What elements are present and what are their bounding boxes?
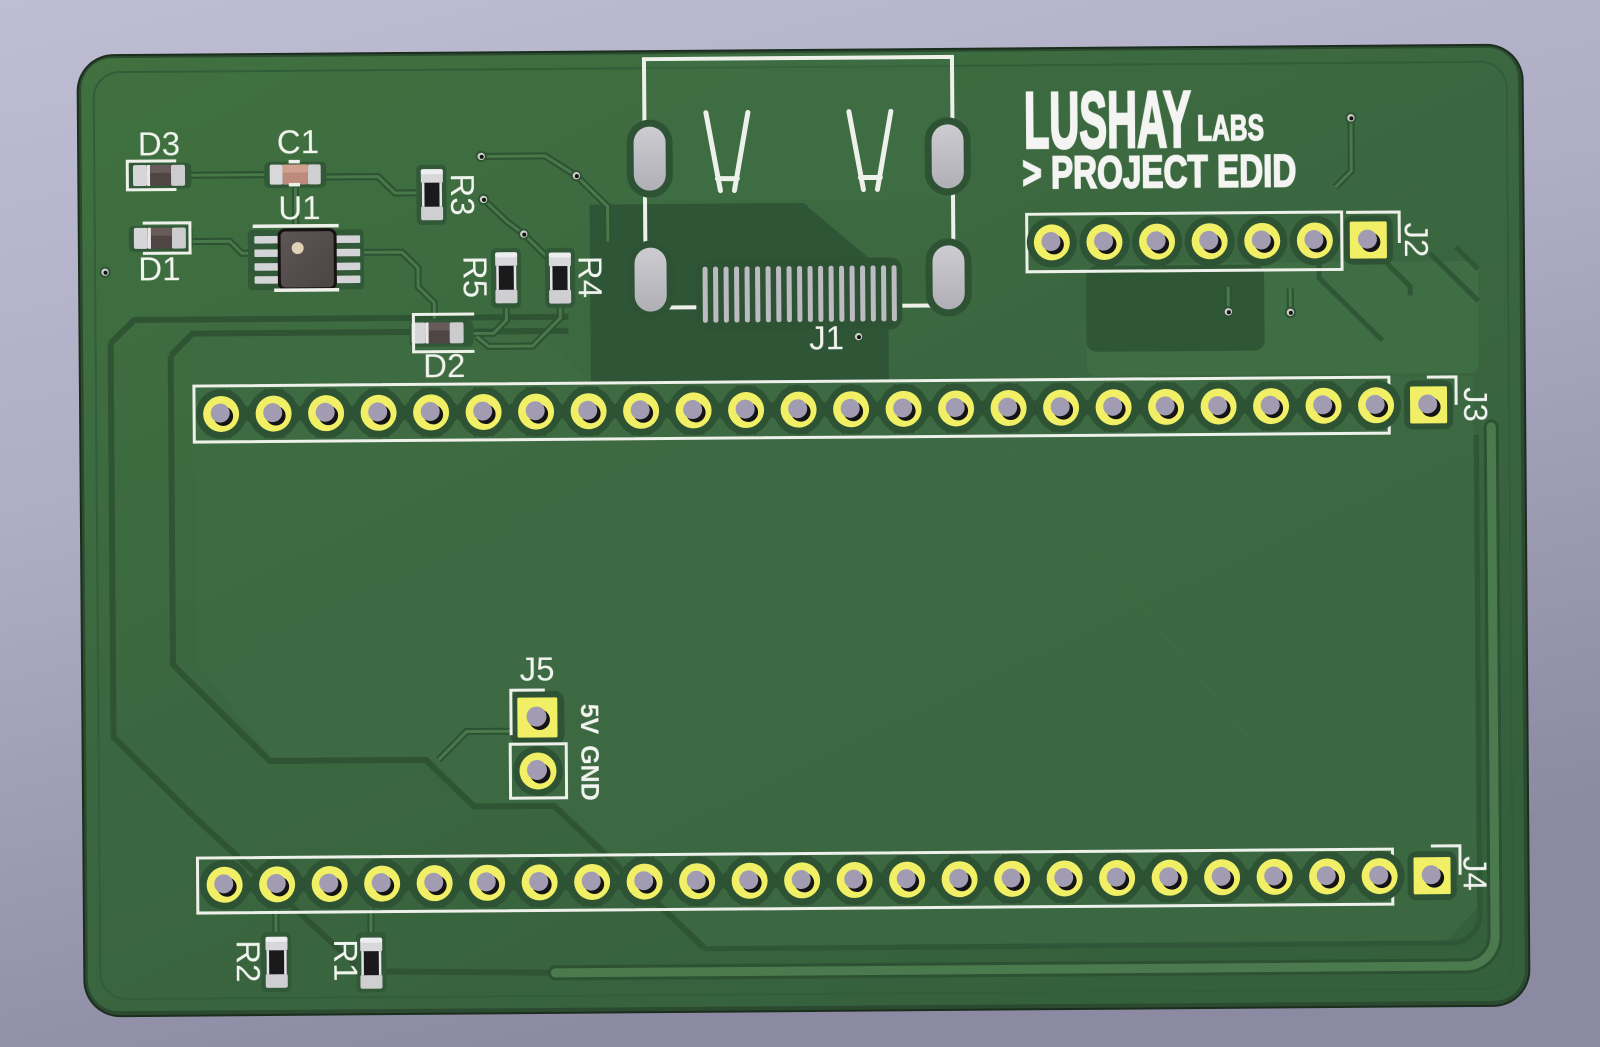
svg-text:5V: 5V: [575, 704, 603, 735]
svg-text:U1: U1: [278, 189, 320, 226]
svg-text:J5: J5: [520, 650, 555, 687]
svg-text:J2: J2: [1398, 222, 1435, 257]
svg-text:R1: R1: [327, 939, 364, 981]
svg-text:D3: D3: [138, 125, 180, 162]
svg-text:GND: GND: [575, 745, 603, 801]
svg-text:R5: R5: [456, 256, 493, 298]
svg-text:J1: J1: [809, 319, 844, 356]
svg-text:LABS: LABS: [1197, 107, 1264, 149]
svg-text:R4: R4: [571, 256, 608, 298]
svg-text:> PROJECT EDID: > PROJECT EDID: [1022, 145, 1296, 198]
svg-text:D1: D1: [138, 250, 180, 287]
svg-text:R2: R2: [230, 940, 267, 982]
svg-text:J4: J4: [1456, 856, 1493, 891]
svg-text:C1: C1: [277, 123, 319, 160]
svg-text:R3: R3: [444, 173, 481, 215]
svg-text:LUSHAY: LUSHAY: [1024, 74, 1192, 164]
svg-text:D2: D2: [423, 347, 465, 384]
svg-text:J3: J3: [1457, 387, 1494, 422]
